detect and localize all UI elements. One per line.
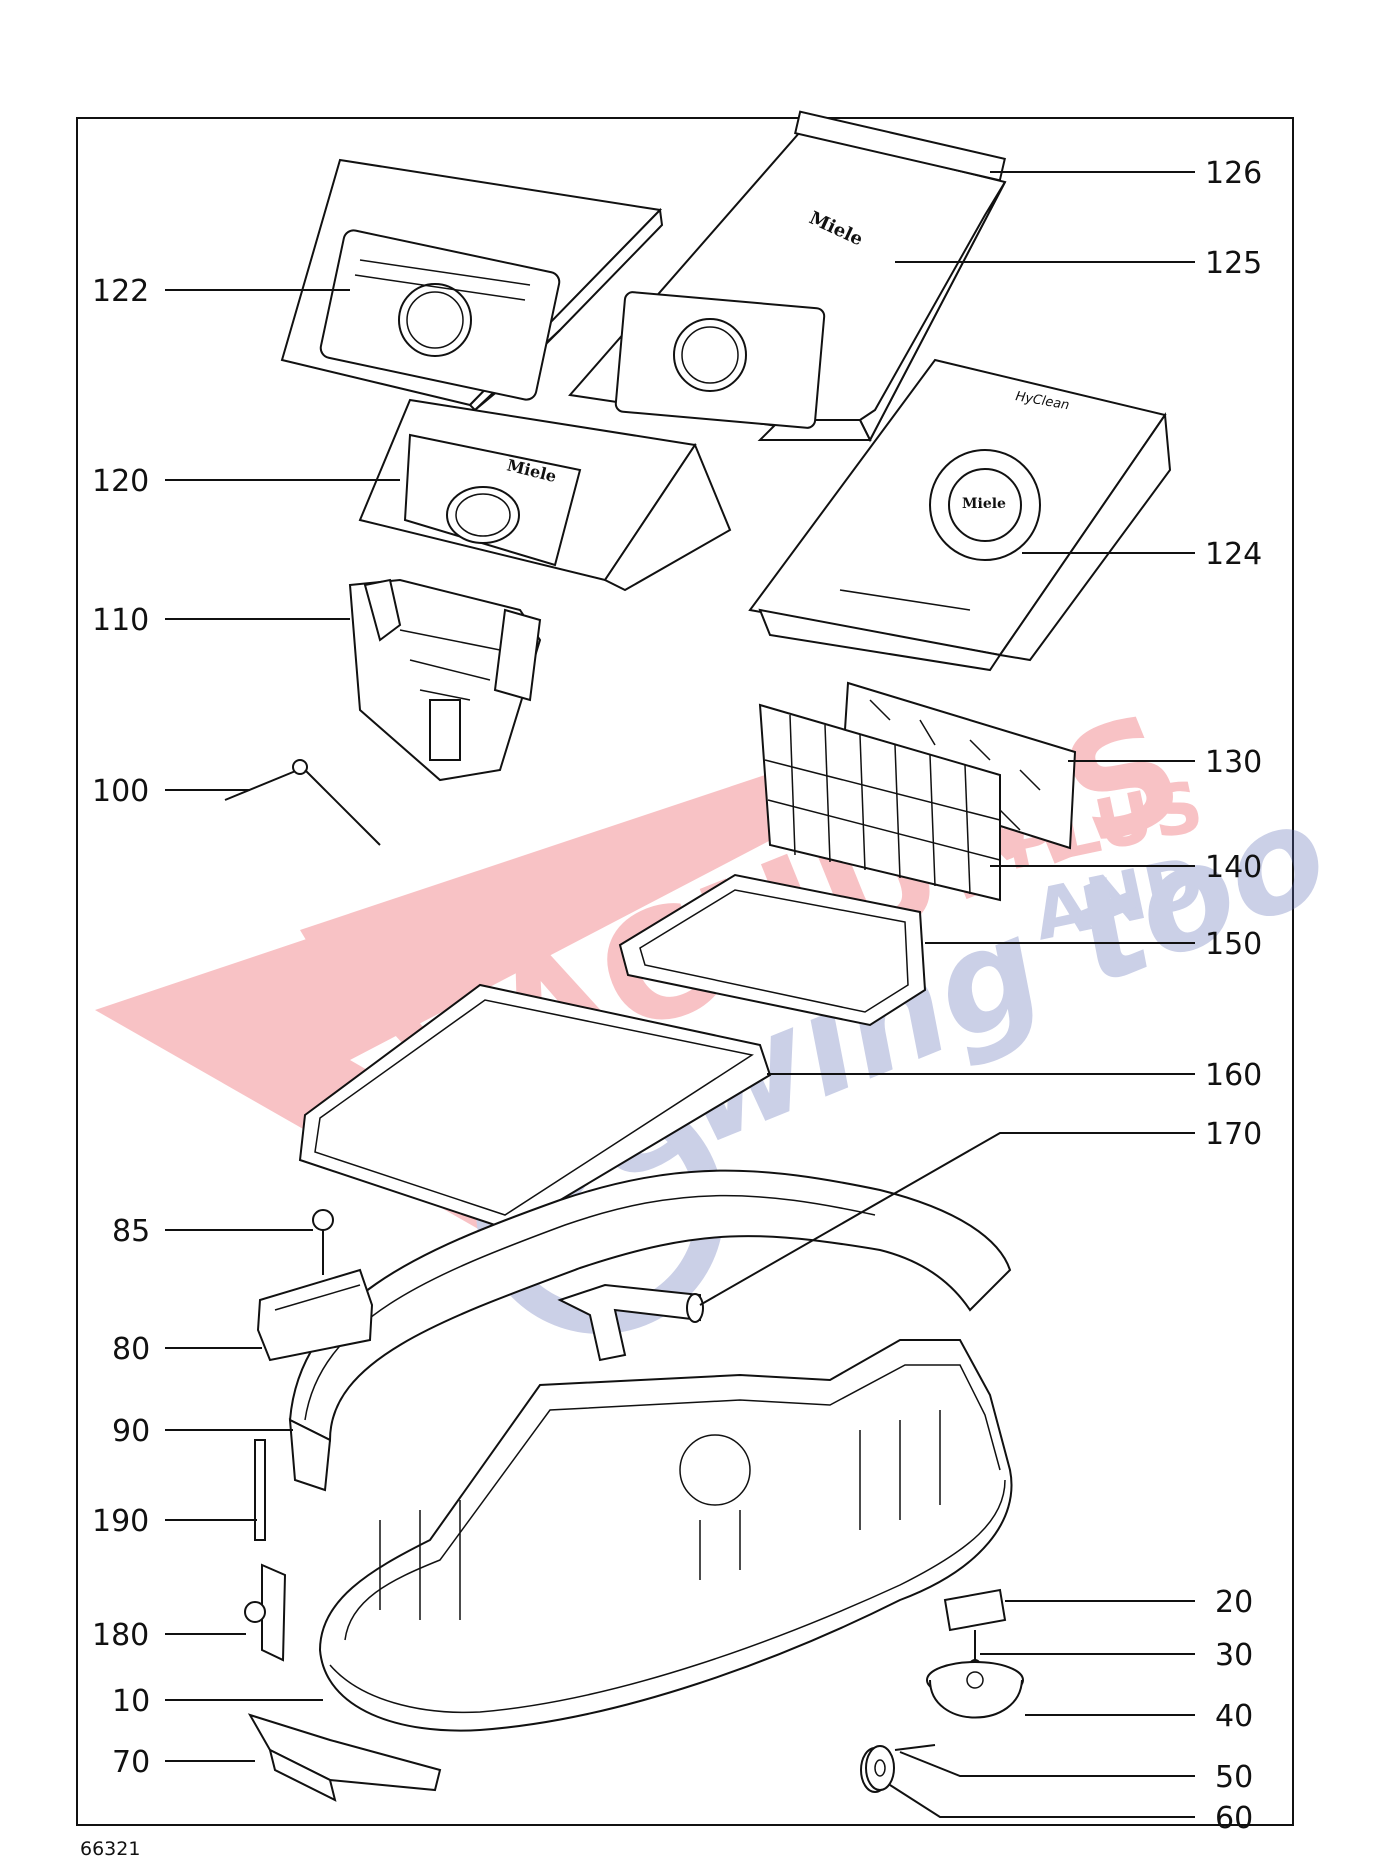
- callout-100: 100: [92, 774, 250, 809]
- callout-126: 126: [990, 156, 1262, 191]
- part-124-hyclean-bag: HyClean Miele: [748, 358, 1172, 672]
- callout-label-140: 140: [1205, 850, 1262, 885]
- part-50-axle-pin: [894, 1744, 936, 1751]
- part-170-hose-elbow: [557, 1283, 704, 1362]
- callout-170: 170: [699, 1117, 1262, 1306]
- callout-70: 70: [112, 1745, 255, 1780]
- callout-150: 150: [925, 927, 1262, 962]
- callout-label-30: 30: [1215, 1638, 1253, 1673]
- callout-110: 110: [92, 603, 350, 638]
- part-60-small-wheel: [860, 1745, 895, 1793]
- callout-label-110: 110: [92, 603, 149, 638]
- watermark-red-swoosh: [300, 770, 780, 980]
- callout-label-126: 126: [1205, 156, 1262, 191]
- callout-label-70: 70: [112, 1745, 150, 1780]
- callout-label-160: 160: [1205, 1058, 1262, 1093]
- callout-label-40: 40: [1215, 1699, 1253, 1734]
- part-10-housing: [318, 1339, 1013, 1732]
- callout-124: 124: [1022, 537, 1262, 572]
- callout-20: 20: [1005, 1585, 1253, 1620]
- callout-label-124: 124: [1205, 537, 1262, 572]
- callout-label-120: 120: [92, 464, 149, 499]
- part-180-button: [244, 1563, 287, 1662]
- callout-label-90: 90: [112, 1414, 150, 1449]
- callout-180: 180: [92, 1618, 246, 1653]
- part-140-filter-grille: [758, 703, 1001, 902]
- part-150-filter-seal: [618, 873, 927, 1027]
- callout-80: 80: [112, 1332, 262, 1367]
- callout-130: 130: [1068, 745, 1262, 780]
- document-number: 66321: [80, 1838, 140, 1860]
- part-70-bumper: [247, 1713, 442, 1802]
- watermark-red-v-shape: [95, 780, 790, 1230]
- part-126-bag-collar: [794, 110, 1006, 182]
- callout-125: 125: [895, 246, 1262, 281]
- callout-10: 10: [112, 1684, 323, 1719]
- callout-90: 90: [112, 1414, 293, 1449]
- part-190-rod: [254, 1439, 266, 1541]
- diagram-frame: [76, 117, 1294, 1826]
- callout-label-50: 50: [1215, 1760, 1253, 1795]
- callout-190: 190: [92, 1504, 257, 1539]
- callout-140: 140: [990, 850, 1262, 885]
- part-20-bracket: [943, 1588, 1007, 1632]
- part-120-fleece-bag: Miele: [358, 398, 732, 592]
- part-125-filter-bag: Miele: [568, 110, 1007, 443]
- callout-160: 160: [767, 1058, 1262, 1093]
- callout-label-170: 170: [1205, 1117, 1262, 1152]
- callout-label-190: 190: [92, 1504, 149, 1539]
- callout-label-150: 150: [1205, 927, 1262, 962]
- callout-85: 85: [112, 1214, 313, 1249]
- callout-label-60: 60: [1215, 1801, 1253, 1836]
- callout-label-100: 100: [92, 774, 149, 809]
- callout-40: 40: [1025, 1699, 1253, 1734]
- part-100-spring: [224, 759, 381, 846]
- callout-label-125: 125: [1205, 246, 1262, 281]
- part-80-latch: [256, 1268, 374, 1362]
- bag-124-brand-print: Miele: [962, 496, 1006, 512]
- callout-50: 50: [899, 1751, 1253, 1795]
- callout-label-80: 80: [112, 1332, 150, 1367]
- part-122-dust-bag: [280, 158, 664, 412]
- part-40-caster-wheel: [926, 1661, 1024, 1719]
- callout-label-20: 20: [1215, 1585, 1253, 1620]
- callout-label-130: 130: [1205, 745, 1262, 780]
- callout-60: 60: [889, 1784, 1253, 1836]
- callout-label-180: 180: [92, 1618, 149, 1653]
- part-85-screw: [312, 1209, 334, 1275]
- callout-30: 30: [980, 1638, 1253, 1673]
- callout-label-122: 122: [92, 274, 149, 309]
- callout-122: 122: [92, 274, 350, 309]
- callout-label-10: 10: [112, 1684, 150, 1719]
- part-110-bag-holder: [348, 578, 542, 782]
- callout-label-85: 85: [112, 1214, 150, 1249]
- callout-120: 120: [92, 464, 400, 499]
